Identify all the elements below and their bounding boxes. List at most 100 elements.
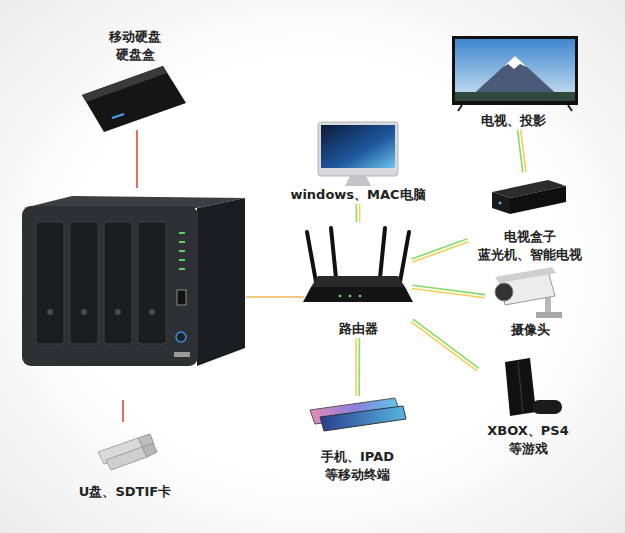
- disk-edge: [82, 66, 167, 102]
- tv-box: [492, 180, 566, 214]
- drive-bay: [138, 222, 166, 344]
- status-led: [179, 259, 185, 261]
- status-led: [179, 250, 185, 252]
- network-link: [518, 130, 526, 172]
- bay-latch: [81, 309, 87, 315]
- external-disk: [82, 66, 186, 132]
- camera-base: [536, 312, 562, 318]
- bay-latch: [115, 309, 121, 315]
- device-node: 电视、投影: [448, 30, 578, 130]
- network-link: [411, 239, 468, 262]
- device-node: 摄像头: [485, 265, 575, 339]
- antenna: [331, 228, 336, 278]
- disk-led: [112, 114, 124, 118]
- monitor-stand: [345, 176, 371, 186]
- tv-foot: [458, 105, 462, 111]
- monitor-screen: [321, 125, 395, 168]
- security-camera: [495, 267, 562, 318]
- network-link: [356, 204, 359, 222]
- usb-plug: [142, 443, 157, 457]
- box-side: [510, 186, 566, 214]
- tv-screen: [455, 39, 575, 101]
- tv-foot: [568, 105, 572, 111]
- device-label: 电视、投影: [448, 112, 578, 130]
- network-link: [412, 285, 485, 298]
- phone: [320, 406, 406, 431]
- link-line-green: [412, 285, 485, 294]
- nas-front: [22, 206, 198, 366]
- network-link: [356, 338, 359, 396]
- link-line-green: [411, 239, 467, 259]
- red-wire: [122, 400, 124, 422]
- box-front: [492, 192, 510, 214]
- nas-side: [197, 198, 245, 366]
- router-top: [311, 276, 405, 287]
- camera-arm: [545, 296, 551, 314]
- link-line-yellow: [359, 204, 361, 222]
- controller: [532, 400, 562, 414]
- network-link: [411, 319, 479, 371]
- device-label: 摄像头: [485, 321, 575, 339]
- device-node: windows、MAC电脑: [283, 118, 433, 204]
- drive-bay: [36, 222, 64, 344]
- link-line-green: [356, 204, 358, 222]
- usb-sticks: [98, 434, 157, 470]
- link-line-yellow: [411, 322, 477, 371]
- camera-hood: [495, 267, 556, 283]
- model-badge: [174, 352, 190, 357]
- bay-latch: [149, 309, 155, 315]
- pc-monitor: [318, 122, 398, 186]
- device-node: 电视盒子 蓝光机、智能电视: [468, 172, 592, 264]
- drive-bay: [70, 222, 98, 344]
- router: [303, 228, 413, 302]
- device-label: U盘、SDTIF卡: [70, 483, 180, 501]
- router-led: [339, 295, 342, 298]
- link-line-green: [413, 319, 479, 368]
- device-label: XBOX、PS4 等游戏: [478, 422, 578, 458]
- red-wire: [136, 130, 138, 188]
- usb-port: [177, 290, 186, 305]
- router-led: [359, 295, 362, 298]
- device-label: windows、MAC电脑: [283, 186, 433, 204]
- link-line-green: [358, 338, 360, 396]
- tv-ground: [455, 92, 575, 101]
- camera-lens: [495, 283, 513, 301]
- orange-wire: [246, 296, 304, 298]
- box-led: [499, 202, 502, 205]
- game-console: [505, 358, 562, 416]
- status-led: [179, 232, 185, 234]
- link-line-yellow: [355, 338, 357, 396]
- device-node: 手机、IPAD 等移动终端: [300, 396, 415, 484]
- device-label: 电视盒子 蓝光机、智能电视: [468, 228, 592, 264]
- device-label: 移动硬盘 硬盘盒: [75, 28, 195, 64]
- device-node: XBOX、PS4 等游戏: [478, 356, 578, 458]
- tv-frame: [452, 36, 578, 105]
- antenna: [307, 232, 316, 282]
- router-led: [349, 295, 352, 298]
- link-line-green: [518, 130, 523, 172]
- drive-bay: [104, 222, 132, 344]
- power-button: [176, 332, 186, 342]
- antenna: [380, 228, 385, 278]
- disk-body: [82, 66, 186, 132]
- device-label: 路由器: [304, 320, 412, 338]
- device-label: 手机、IPAD 等移动终端: [300, 448, 415, 484]
- device-node: U盘、SDTIF卡: [70, 425, 180, 501]
- console-groove: [518, 361, 523, 414]
- tv-set: [452, 36, 578, 111]
- antenna: [400, 232, 409, 282]
- status-led: [179, 268, 185, 270]
- snowcap: [503, 56, 527, 69]
- bay-latch: [47, 309, 53, 315]
- mobile-devices: [310, 398, 406, 431]
- link-line-yellow: [413, 242, 469, 262]
- console-body: [505, 358, 536, 416]
- device-node: 移动硬盘 硬盘盒: [75, 28, 195, 126]
- monitor-frame: [318, 122, 398, 176]
- status-led: [179, 241, 185, 243]
- usb-stick: [106, 447, 147, 470]
- router-body: [303, 287, 413, 302]
- nas-unit: [22, 196, 245, 366]
- device-node: 路由器: [304, 222, 412, 338]
